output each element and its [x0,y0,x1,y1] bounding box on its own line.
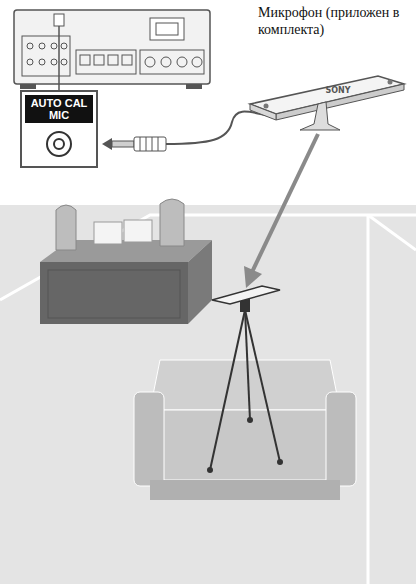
jack-label: AUTO CAL MIC [25,95,93,123]
placement-arrow [244,134,318,288]
jack-symbol [39,127,79,161]
callout-leader [58,26,60,90]
wall-line [367,215,370,584]
wall-line [368,215,416,250]
part-label: Микрофон (приложен в комплекта) [258,4,410,38]
callout-box: AUTO CAL MIC [20,90,98,168]
brand-mark: SONY [318,86,358,96]
tripod [207,286,283,473]
mic-plug-cable [102,112,270,152]
tv-stand [40,199,212,324]
receiver [14,10,210,89]
sofa [134,360,356,500]
room-ground [0,205,416,584]
microphone [250,76,404,130]
